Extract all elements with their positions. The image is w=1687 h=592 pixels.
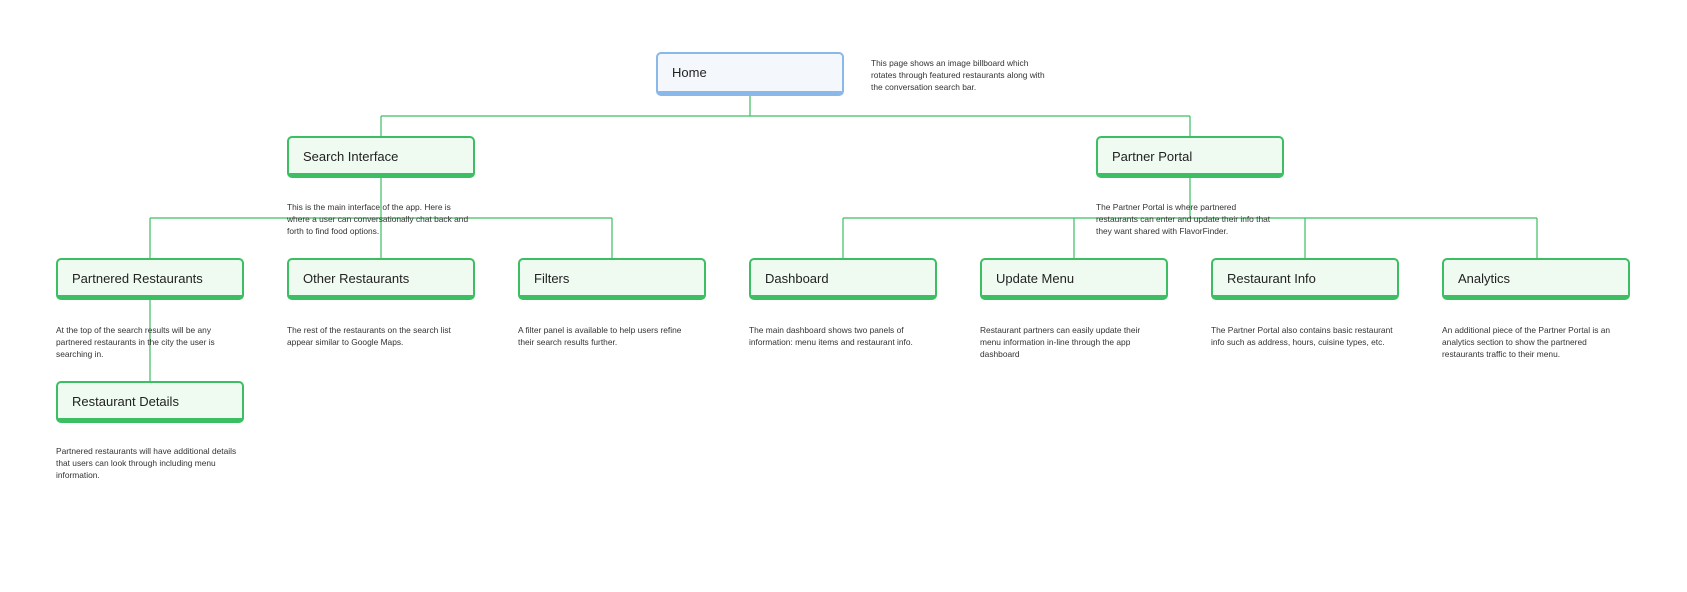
note-restaurant-info: The Partner Portal also contains basic r… <box>1211 325 1393 347</box>
node-dashboard-label: Dashboard <box>765 271 829 286</box>
node-restaurant-info[interactable]: Restaurant Info <box>1211 258 1399 300</box>
note-partner-portal: The Partner Portal is where partnered re… <box>1096 202 1271 236</box>
note-analytics: An additional piece of the Partner Porta… <box>1442 325 1611 359</box>
note-dashboard: The main dashboard shows two panels of i… <box>749 325 913 347</box>
node-filters[interactable]: Filters <box>518 258 706 300</box>
node-home[interactable]: Home <box>656 52 844 96</box>
node-home-label: Home <box>672 65 707 80</box>
note-search-interface: This is the main interface of the app. H… <box>287 202 469 236</box>
node-search-interface[interactable]: Search Interface <box>287 136 475 178</box>
note-restaurant-details: Partnered restaurants will have addition… <box>56 446 237 480</box>
node-restaurant-details-label: Restaurant Details <box>72 394 179 409</box>
node-search-interface-label: Search Interface <box>303 149 399 164</box>
node-other-restaurants[interactable]: Other Restaurants <box>287 258 475 300</box>
node-update-menu[interactable]: Update Menu <box>980 258 1168 300</box>
note-update-menu: Restaurant partners can easily update th… <box>980 325 1141 359</box>
node-other-restaurants-label: Other Restaurants <box>303 271 410 286</box>
connector-home-to-level1 <box>380 95 1191 136</box>
note-partnered-restaurants: At the top of the search results will be… <box>56 325 215 359</box>
node-dashboard[interactable]: Dashboard <box>749 258 937 300</box>
node-partner-portal[interactable]: Partner Portal <box>1096 136 1284 178</box>
note-other-restaurants: The rest of the restaurants on the searc… <box>287 325 451 347</box>
note-home: This page shows an image billboard which… <box>871 58 1045 92</box>
node-analytics[interactable]: Analytics <box>1442 258 1630 300</box>
node-partnered-restaurants[interactable]: Partnered Restaurants <box>56 258 244 300</box>
node-analytics-label: Analytics <box>1458 271 1511 286</box>
note-filters: A filter panel is available to help user… <box>518 325 682 347</box>
node-restaurant-details[interactable]: Restaurant Details <box>56 381 244 423</box>
node-partner-portal-label: Partner Portal <box>1112 149 1193 164</box>
node-filters-label: Filters <box>534 271 570 286</box>
node-update-menu-label: Update Menu <box>996 271 1075 286</box>
node-restaurant-info-label: Restaurant Info <box>1227 271 1316 286</box>
node-partnered-restaurants-label: Partnered Restaurants <box>72 271 203 286</box>
